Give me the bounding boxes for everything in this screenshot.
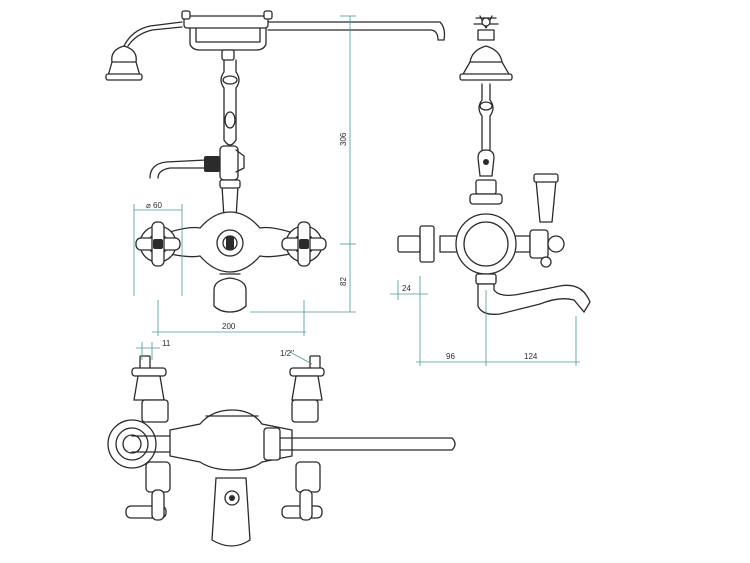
- riser-tube: [220, 59, 240, 146]
- top-spout: [211, 477, 251, 547]
- top-dimensions: [136, 342, 313, 365]
- dim-handle-diameter: ⌀ 60: [146, 201, 162, 210]
- cross-handle-left: [135, 221, 181, 267]
- side-lever: [533, 173, 559, 268]
- front-view: [105, 10, 446, 336]
- side-dimensions: [390, 276, 580, 366]
- top-inlet-left: [131, 355, 169, 423]
- dim-pipe-offset: 11: [162, 339, 171, 348]
- side-spout: [477, 283, 591, 315]
- shower-cradle: [181, 10, 446, 61]
- top-handles: [125, 461, 323, 521]
- front-dimensions: [133, 15, 356, 336]
- dim-wall-plate: 24: [402, 284, 411, 293]
- dim-thread: 1/2": [280, 349, 294, 358]
- side-riser: [477, 83, 495, 177]
- top-wall-rosette: [107, 419, 171, 469]
- mixer-body: [169, 211, 291, 273]
- cross-handle-right: [281, 221, 327, 267]
- dim-spout-reach: 124: [524, 352, 538, 361]
- top-view: [107, 342, 456, 547]
- dim-centers: 200: [222, 322, 236, 331]
- dim-spout-height: 82: [339, 277, 348, 286]
- side-view: [390, 15, 591, 366]
- handshower-head: [105, 21, 183, 81]
- hose-outlet: [149, 145, 245, 181]
- top-body: [169, 409, 456, 471]
- spout-front: [213, 273, 247, 313]
- side-shower-head: [459, 15, 513, 81]
- top-inlet-right: [289, 355, 325, 423]
- dim-body-depth: 96: [446, 352, 455, 361]
- dim-total-height: 306: [339, 132, 348, 146]
